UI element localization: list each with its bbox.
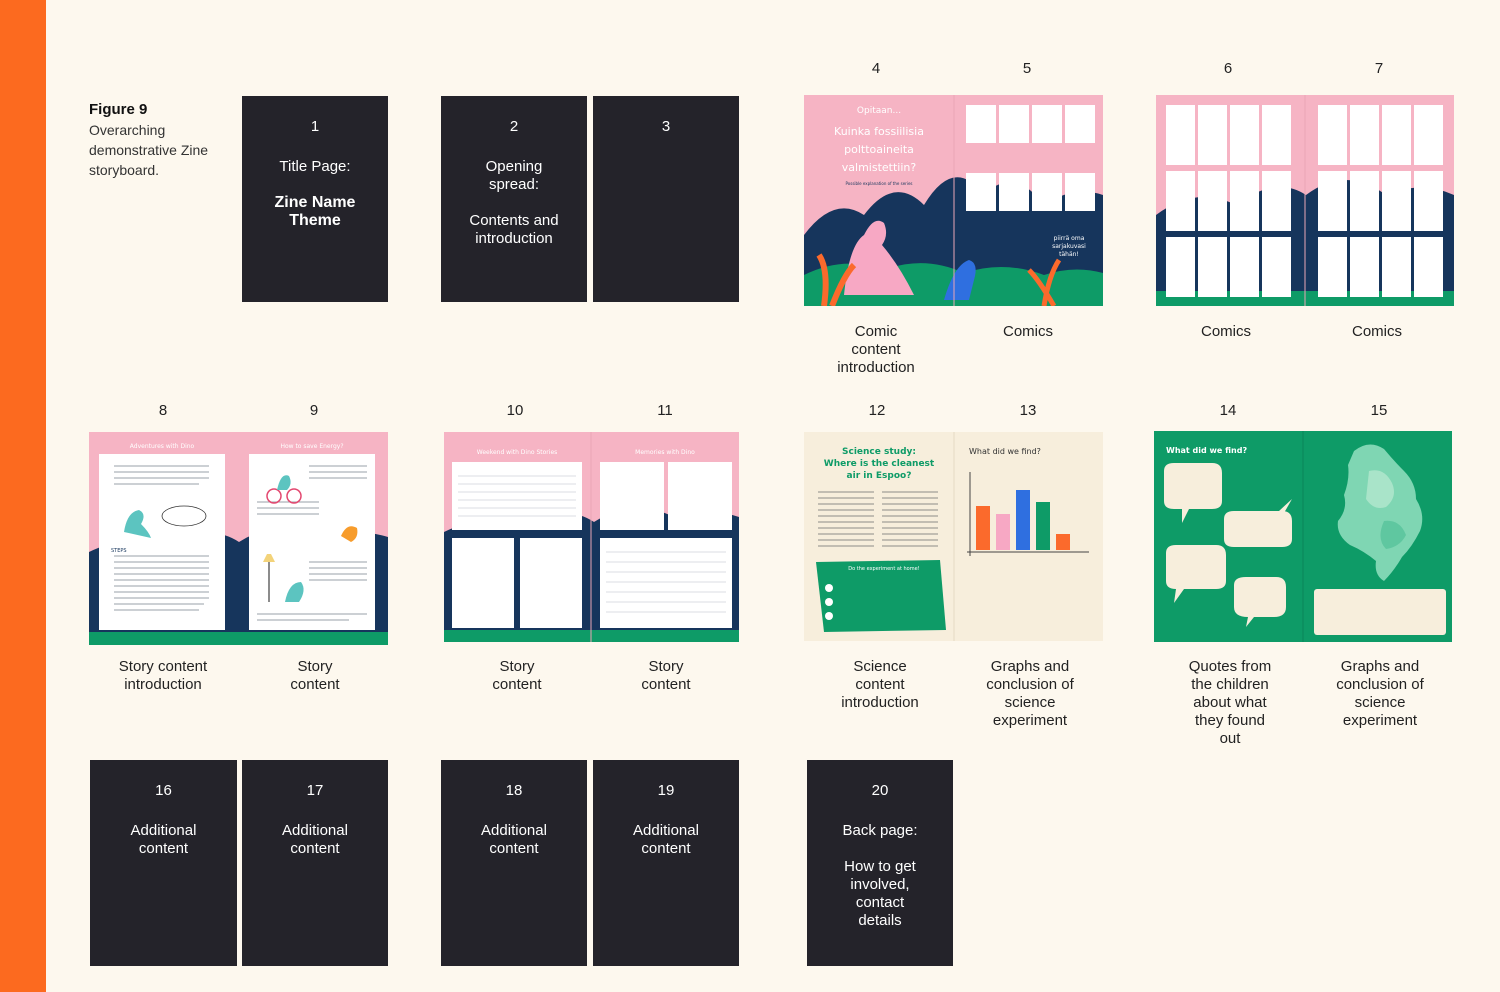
story-steps-heading: STEPS — [111, 548, 127, 554]
page-number-8: 8 — [158, 402, 168, 419]
quotes-title: What did we find? — [1166, 446, 1247, 455]
spread-12-13-science-thumbnail: Science study: Where is the cleanest air… — [804, 432, 1103, 641]
spread-14-15-quotes-thumbnail: What did we find? — [1154, 431, 1452, 642]
comic-note-line-1: piirrä oma — [1054, 235, 1085, 242]
spread-8-9-story-thumbnail: Adventures with Dino How to save Energy?… — [89, 432, 388, 645]
page-description: Additional content — [633, 822, 699, 857]
comic-title-line-4: valmistettiin? — [842, 161, 917, 174]
figure-description: Overarching demonstrative Zine storyboar… — [89, 122, 209, 178]
page-number-9: 9 — [309, 402, 319, 419]
story-left-title: Adventures with Dino — [130, 443, 195, 450]
science-box-title: Do the experiment at home! — [848, 566, 919, 572]
label-page-15: Graphs and conclusion of science experim… — [1336, 658, 1424, 729]
bar-2 — [996, 514, 1010, 550]
spread-6-7-comic-grid-thumbnail — [1156, 95, 1454, 306]
label-page-13: Graphs and conclusion of science experim… — [986, 658, 1074, 729]
science-title-line-1: Science study: — [842, 447, 916, 457]
page-number: 19 — [657, 782, 675, 799]
bar-4 — [1036, 502, 1050, 550]
label-page-4: Comic content introduction — [837, 323, 915, 376]
story2-left-title: Weekend with Dino Stories — [477, 449, 558, 456]
comic-title-line-3: polttoaineita — [844, 143, 914, 156]
label-page-8: Story content introduction — [118, 658, 208, 693]
page-number: 16 — [155, 782, 172, 799]
page-number: 20 — [871, 782, 889, 799]
figure-number: Figure 9 — [89, 101, 148, 118]
page-number-10: 10 — [506, 402, 524, 419]
page-number: 18 — [505, 782, 523, 799]
spread-4-5-comic-thumbnail: Opitaan... Kuinka fossiilisia polttoaine… — [804, 95, 1103, 306]
label-page-9: Story content — [290, 658, 340, 693]
label-page-14: Quotes from the children about what they… — [1188, 658, 1272, 747]
label-page-7: Comics — [1351, 323, 1402, 340]
page-number-7: 7 — [1374, 60, 1384, 77]
label-page-5: Comics — [1002, 323, 1053, 340]
bar-3 — [1016, 490, 1030, 550]
bar-5 — [1056, 534, 1070, 550]
page-description: Additional content — [130, 822, 197, 857]
page-number-12: 12 — [868, 402, 886, 419]
page-number-13: 13 — [1019, 402, 1037, 419]
bar-1 — [976, 506, 990, 550]
comic-note-line-3: tähän! — [1059, 251, 1079, 258]
page-number: 17 — [306, 782, 324, 799]
story2-right-title: Memories with Dino — [635, 449, 695, 456]
comic-note-line-2: sarjakuvasi — [1052, 243, 1086, 250]
science-title-line-2: Where is the cleanest — [824, 459, 935, 469]
comic-title-line-2: Kuinka fossiilisia — [834, 125, 924, 138]
page-description: Back page: How to get involved, contact … — [842, 822, 918, 929]
page-description: Additional content — [282, 822, 348, 857]
page-number: 2 — [509, 118, 519, 135]
page-number-14: 14 — [1219, 402, 1237, 419]
page-number-4: 4 — [871, 60, 881, 77]
page-number-11: 11 — [657, 402, 673, 419]
page-number: 1 — [310, 118, 320, 135]
page-number-15: 15 — [1370, 402, 1388, 419]
graph-title: What did we find? — [969, 447, 1041, 456]
page-1-title: 1 Title Page: Zine Name Theme — [242, 96, 388, 302]
story-right-title: How to save Energy? — [280, 443, 343, 450]
bar-chart-group — [976, 490, 1070, 550]
page-17-additional: 17 Additional content — [242, 760, 388, 966]
page-2-opening: 2 Opening spread: Contents and introduct… — [441, 96, 587, 302]
page-18-additional: 18 Additional content — [441, 760, 587, 966]
label-page-12: Science content introduction — [841, 658, 919, 711]
page-number-6: 6 — [1223, 60, 1233, 77]
comic-subtitle: Possible explanation of the series — [846, 181, 913, 186]
label-page-11: Story content — [641, 658, 691, 693]
page-3: 3 — [593, 96, 739, 302]
page-number: 3 — [661, 118, 671, 135]
page-description: Additional content — [481, 822, 547, 857]
page-description: Title Page: — [279, 158, 351, 175]
spread-10-11-story-thumbnail: Weekend with Dino Stories Memories with … — [444, 432, 739, 642]
page-20-back: 20 Back page: How to get involved, conta… — [807, 760, 953, 966]
science-title-line-3: air in Espoo? — [847, 471, 912, 481]
figure-caption: Figure 9 Overarching demonstrative Zine … — [89, 100, 219, 180]
page-19-additional: 19 Additional content — [593, 760, 739, 966]
label-page-6: Comics — [1200, 323, 1251, 340]
page-description: Opening spread: Contents and introductio… — [469, 158, 559, 247]
comic-title-line-1: Opitaan... — [857, 106, 901, 116]
page-number-5: 5 — [1022, 60, 1032, 77]
label-page-10: Story content — [492, 658, 542, 693]
orange-side-strip — [0, 0, 46, 992]
zine-name-theme: Zine Name Theme — [274, 194, 356, 229]
page-16-additional: 16 Additional content — [90, 760, 237, 966]
